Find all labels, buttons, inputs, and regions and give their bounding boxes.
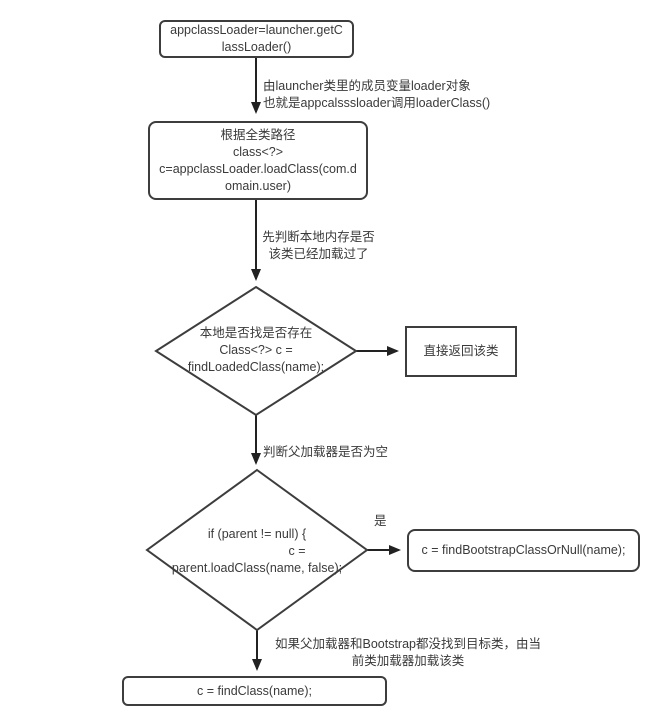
edge-note-fallback: 如果父加载器和Bootstrap都没找到目标类，由当 前类加载器加载该类: [260, 636, 556, 670]
edge-label-yes: 是: [374, 514, 387, 528]
node-load-class-line3: c=appclassLoader.loadClass(com.d: [159, 161, 357, 176]
decision-diamond-check-parent: [145, 468, 369, 632]
decision-diamond-check-loaded: [154, 285, 358, 417]
edge-note-local-check-line1: 先判断本地内存是否: [262, 230, 375, 244]
node-return-class: 直接返回该类: [405, 326, 517, 377]
node-load-class-line2: class<?>: [232, 144, 284, 159]
decision-check-loaded-line2: Class<?> c =: [219, 343, 293, 357]
decision-check-parent-text: if (parent != null) { c = parent.loadCla…: [147, 526, 367, 577]
node-find-class-line1: c = findClass(name);: [197, 683, 312, 698]
decision-check-parent-line3: parent.loadClass(name, false);: [171, 561, 343, 575]
edge-note-launcher: 由launcher类里的成员变量loader对象 也就是appcalsssloa…: [263, 78, 490, 112]
node-bootstrap-line1: c = findBootstrapClassOrNull(name);: [421, 543, 626, 557]
edge-note-fallback-line1: 如果父加载器和Bootstrap都没找到目标类，由当: [274, 637, 541, 651]
node-load-class: 根据全类路径 class<?> c=appclassLoader.loadCla…: [148, 121, 368, 200]
decision-check-loaded-line1: 本地是否找是否存在: [199, 326, 313, 340]
node-find-class: c = findClass(name);: [122, 676, 387, 706]
node-load-class-line4: omain.user): [225, 178, 291, 193]
edge-note-parent-check-line1: 判断父加载器是否为空: [263, 445, 389, 459]
edge-note-fallback-line2: 前类加载器加载该类: [351, 654, 465, 668]
node-bootstrap: c = findBootstrapClassOrNull(name);: [407, 529, 640, 572]
edge-note-launcher-line2: 也就是appcalsssloader调用loaderClass(): [263, 96, 491, 110]
decision-check-parent-line2: c =: [288, 544, 306, 558]
edge-note-local-check-line2: 该类已经加载过了: [268, 247, 369, 261]
decision-check-loaded-text: 本地是否找是否存在 Class<?> c = findLoadedClass(n…: [156, 325, 356, 376]
node-start-line2: lassLoader(): [221, 40, 292, 54]
edge-note-parent-check: 判断父加载器是否为空: [263, 444, 388, 461]
node-start: appclassLoader=launcher.getC lassLoader(…: [159, 20, 354, 58]
decision-check-parent-line1: if (parent != null) {: [207, 527, 307, 541]
node-start-line1: appclassLoader=launcher.getC: [170, 23, 343, 37]
node-load-class-line1: 根据全类路径: [220, 127, 296, 142]
edge-note-launcher-line1: 由launcher类里的成员变量loader对象: [263, 79, 471, 93]
edge-note-local-check: 先判断本地内存是否 该类已经加载过了: [256, 229, 381, 263]
decision-check-loaded-line3: findLoadedClass(name);: [187, 360, 325, 374]
node-return-class-line1: 直接返回该类: [423, 344, 499, 358]
